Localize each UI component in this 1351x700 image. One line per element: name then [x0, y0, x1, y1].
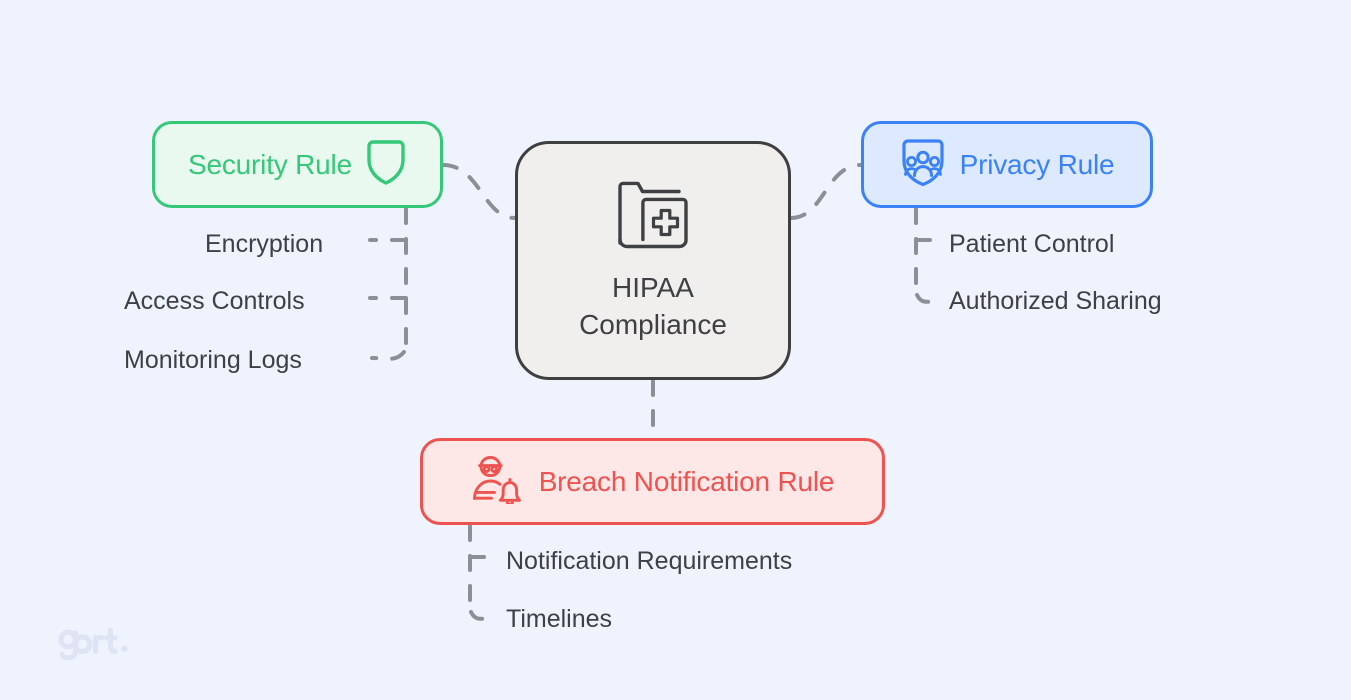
- edge-center-to-security: [441, 163, 517, 220]
- hacker-bell-icon: [471, 454, 523, 509]
- node-hipaa-compliance[interactable]: HIPAA Compliance: [515, 141, 791, 380]
- node-hipaa-title-line2: Compliance: [579, 309, 727, 340]
- node-privacy-rule-label: Privacy Rule: [959, 148, 1115, 180]
- node-privacy-rule[interactable]: Privacy Rule: [861, 121, 1153, 208]
- shield-people-icon: [900, 137, 946, 192]
- node-breach-notification-rule[interactable]: Breach Notification Rule: [420, 438, 885, 525]
- medical-folder-icon: [611, 177, 695, 258]
- shield-icon: [365, 138, 407, 191]
- edge-breach-child-timelines: [469, 610, 498, 621]
- leaf-breach-notification-requirements: Notification Requirements: [506, 547, 793, 575]
- leaf-privacy-authorized-sharing: Authorized Sharing: [949, 287, 1162, 315]
- node-breach-notification-rule-label: Breach Notification Rule: [538, 465, 835, 497]
- leaf-security-access-controls: Access Controls: [124, 287, 305, 315]
- node-hipaa-title: HIPAA Compliance: [579, 270, 727, 344]
- gart-watermark-logo: [57, 625, 145, 668]
- edge-privacy-child-authorized: [915, 293, 942, 304]
- leaf-security-encryption: Encryption: [205, 230, 324, 258]
- node-hipaa-title-line1: HIPAA: [612, 272, 694, 304]
- leaf-privacy-patient-control: Patient Control: [949, 230, 1115, 258]
- leaf-security-monitoring-logs: Monitoring Logs: [124, 346, 302, 374]
- edge-center-to-privacy: [789, 163, 863, 220]
- node-security-rule-label: Security Rule: [188, 148, 352, 180]
- leaf-breach-timelines: Timelines: [506, 605, 613, 633]
- node-security-rule[interactable]: Security Rule: [152, 121, 443, 208]
- edge-security-child-monitoring: [370, 350, 406, 361]
